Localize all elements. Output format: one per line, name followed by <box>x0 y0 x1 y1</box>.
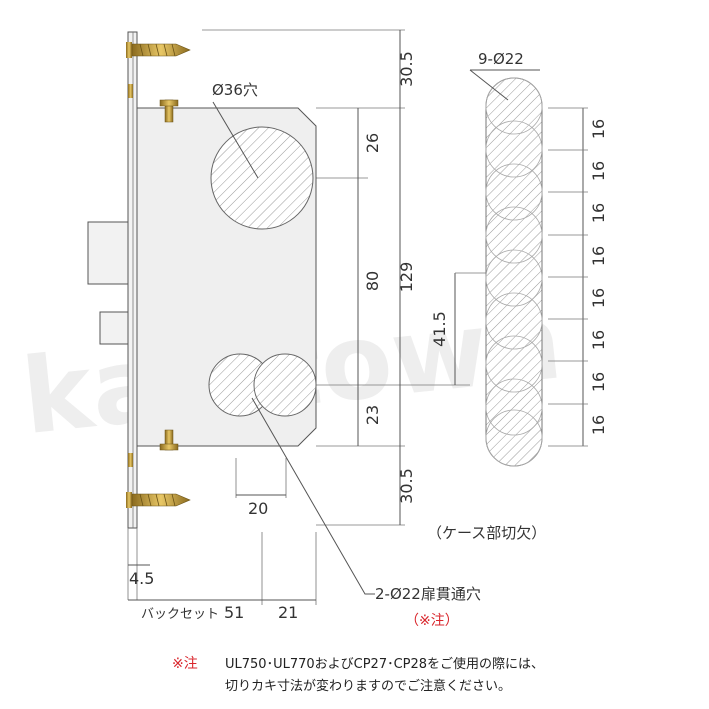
pitch-label: 16 <box>589 161 608 181</box>
pitch-label: 16 <box>589 203 608 223</box>
plate-pin-top <box>128 84 133 98</box>
dim-plate-thickness: 4.5 <box>129 569 154 588</box>
label-case-cutout: （ケース部切欠） <box>427 524 546 542</box>
case-stud-bottom <box>159 429 179 451</box>
pitch-label: 16 <box>589 119 608 139</box>
screw-bottom <box>126 492 191 508</box>
label-big-hole: Ø36穴 <box>212 81 258 99</box>
label-through-holes: 2-Ø22扉貫通穴 <box>375 585 481 603</box>
cutout-circles <box>485 77 543 467</box>
dim-cutout-height: 41.5 <box>430 311 449 347</box>
note-line-2: 切りカキ寸法が変わりますのでご注意ください。 <box>225 678 511 694</box>
hole-36 <box>210 126 314 230</box>
note-mark: ※注 <box>172 656 198 672</box>
dim-offset-21: 21 <box>278 603 298 622</box>
label-note-ref: （※注） <box>405 613 459 629</box>
case-cutout-slot <box>485 77 543 467</box>
note-line-1: UL750･UL770およびCP27･CP28をご使用の際には、 <box>225 656 544 672</box>
dim-hole-spacing: 20 <box>248 499 268 518</box>
dim-bottom-offset: 30.5 <box>397 468 416 504</box>
backset-label: バックセット <box>141 607 219 622</box>
dim-upper-gap: 26 <box>363 133 382 153</box>
latch-bolt <box>87 221 129 285</box>
pitch-label: 16 <box>589 330 608 350</box>
leader-cutout <box>469 69 509 101</box>
pitch-label: 16 <box>589 246 608 266</box>
dead-bolt <box>99 311 129 345</box>
leader-through-holes <box>251 397 375 595</box>
dim-middle-gap: 80 <box>363 271 382 291</box>
pitch-label: 16 <box>589 415 608 435</box>
through-hole-2 <box>253 353 317 417</box>
pitch-label: 16 <box>589 372 608 392</box>
dim-total-height: 129 <box>397 262 416 293</box>
leader-hole-36 <box>212 101 259 179</box>
dim-lower-gap: 23 <box>363 405 382 425</box>
case-stud-top <box>159 99 179 123</box>
plate-pin-bottom <box>128 453 133 467</box>
dim-backset: 51 <box>224 603 244 622</box>
pitch-ticks <box>548 107 588 447</box>
label-cutout-holes: 9-Ø22 <box>478 50 524 68</box>
screw-top <box>126 42 191 58</box>
pitch-label: 16 <box>589 288 608 308</box>
dim-top-offset: 30.5 <box>397 51 416 87</box>
